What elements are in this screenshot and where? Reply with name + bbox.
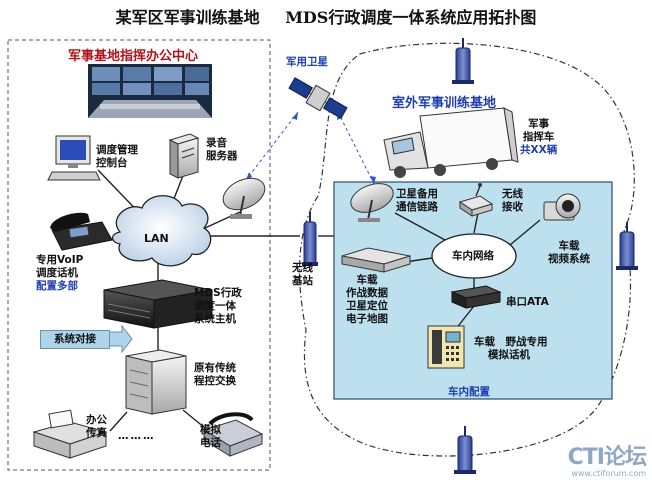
combat-device-icon	[341, 247, 411, 273]
monitor-icon	[47, 135, 101, 181]
rack-server-icon	[103, 279, 213, 329]
satellite-label: 军用卫星	[286, 56, 328, 68]
field-phone-label: 车载 野战专用 模拟话机	[474, 336, 548, 361]
in-vehicle-title: 车内配置	[448, 386, 490, 398]
title-left: 某军区军事训练基地	[115, 8, 260, 27]
fax-icon	[32, 409, 108, 459]
dispatch-console-label: 调度管理控制台	[96, 144, 138, 169]
sat-backup-link-label: 卫星备用通信链路	[396, 188, 438, 213]
dish-icon-vehicle	[350, 183, 394, 222]
phone-icon	[202, 412, 264, 457]
lan-cloud	[111, 195, 212, 267]
router-icon	[458, 183, 494, 217]
satellite-icon	[288, 77, 348, 119]
watermark-logo: CTI论坛	[567, 445, 647, 470]
vehicle-network-node	[431, 233, 517, 279]
truck-icon	[383, 107, 519, 178]
desk-phone-icon	[427, 325, 465, 369]
serial-ata-label: 串口ATA	[506, 296, 549, 308]
antenna-icon-bottom	[454, 426, 476, 474]
wireless-rx-label: 无线接收	[502, 188, 523, 213]
recording-server-label: 录音服务器	[206, 137, 238, 162]
ata-box-icon	[450, 285, 502, 309]
page-title: 某军区军事训练基地 MDS行政调度一体系统应用拓扑图	[0, 4, 652, 28]
lan-label: LAN	[144, 232, 169, 245]
analog-phone-label: 模拟电话	[200, 424, 221, 449]
watermark: CTI论坛 www.ctiforum.com	[567, 445, 647, 479]
command-center-boundary	[7, 39, 271, 471]
ip-phone-icon	[50, 212, 113, 251]
antenna-icon-right	[616, 222, 638, 270]
command-vehicle-label: 军事指挥车 共XX辆	[520, 118, 558, 156]
command-center-photo	[88, 64, 212, 118]
legacy-pbx-label: 原有传统程控交换	[194, 362, 236, 387]
mds-host-label: MDS行政调度一体系统主机	[194, 287, 242, 325]
dish-icon	[222, 177, 266, 219]
vehicle-video-label: 车载视频系统	[548, 240, 590, 265]
vehicle-network-label: 车内网络	[452, 250, 494, 262]
office-fax-label: 办公传真	[86, 414, 107, 439]
pbx-cabinet-icon	[125, 349, 187, 415]
title-right: MDS行政调度一体系统应用拓扑图	[285, 8, 537, 27]
outdoor-base-title: 室外军事训练基地	[392, 96, 497, 111]
command-vehicle-note: 共XX辆	[520, 144, 558, 156]
voip-phone-note: 配置多部	[36, 280, 78, 292]
server-icon	[168, 133, 200, 179]
more-devices-dots: ………	[118, 430, 156, 442]
command-center-title: 军事基地指挥办公中心	[68, 49, 199, 64]
camera-icon	[543, 193, 581, 221]
system-interconnect-badge: 系统对接	[40, 330, 110, 349]
antenna-icon-top	[452, 38, 474, 84]
watermark-url: www.ctiforum.com	[571, 469, 646, 478]
vehicle-combat-label: 车载作战数据 卫星定位电子地图	[346, 274, 388, 325]
wireless-bs-label: 无线基站	[292, 262, 313, 287]
antenna-icon-base	[302, 212, 318, 266]
